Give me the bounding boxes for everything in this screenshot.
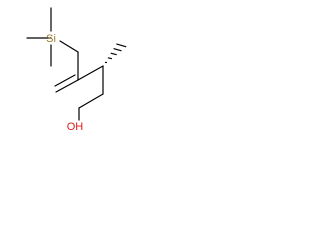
ch2-ch2-bond bbox=[78, 93, 104, 109]
hydroxyl-atom-label: OH bbox=[67, 121, 84, 133]
alkene-double-bond-outer bbox=[55, 79, 79, 93]
hashed-wedge-bond bbox=[104, 43, 127, 64]
si-ch2-bond bbox=[59, 40, 79, 53]
alkene-stereocenter-bond bbox=[77, 65, 104, 81]
alkene-double-bond-inner bbox=[54, 74, 76, 87]
silicon-atom-label: Si bbox=[46, 33, 56, 45]
molecule-structure-diagram: Si OH bbox=[26, 7, 127, 133]
